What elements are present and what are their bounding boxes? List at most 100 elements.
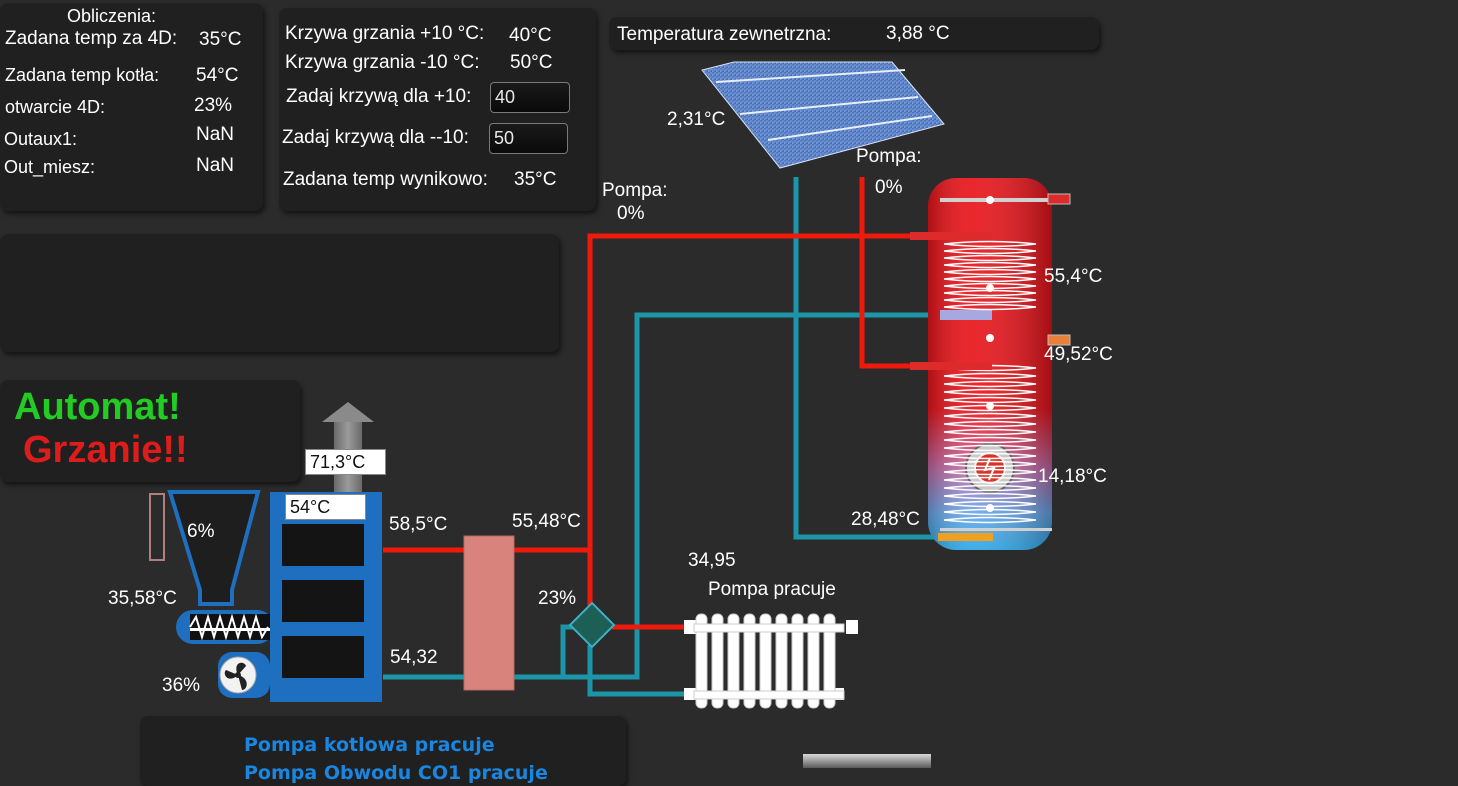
coil-turn [943, 261, 1037, 269]
hopper-level: 6% [187, 521, 215, 542]
fan-level: 36% [162, 675, 201, 696]
calc-title: Obliczenia: [67, 6, 157, 26]
calc-label-out-miesz: Out_miesz: [4, 157, 96, 177]
curve-minus10-label: Krzywa grzania -10 °C: [285, 52, 480, 73]
solar-temp: 2,31°C [667, 109, 726, 130]
pellet-hopper [149, 490, 261, 606]
tank-connectors [910, 232, 992, 370]
calc-value-target-4d: 35°C [199, 29, 242, 50]
coil-turn [943, 484, 1037, 492]
coil-turn [943, 275, 1037, 283]
coil-turn [943, 460, 1037, 468]
radiator-fin [711, 613, 724, 709]
radiator-fin [727, 613, 740, 709]
set-minus10-label: Zadaj krzywą dla --10: [282, 127, 469, 148]
result-label: Zadana temp wynikowo: [283, 169, 488, 190]
valve-opening: 23% [538, 588, 577, 609]
coil-turn [943, 452, 1037, 460]
calc-value-target-boiler: 54°C [196, 65, 239, 86]
set-plus10-input[interactable] [490, 82, 570, 113]
calc-value-opening-4d: 23% [194, 95, 233, 116]
calc-value-outaux1: NaN [196, 124, 235, 145]
coil-turn [943, 303, 1037, 311]
coil-turn [943, 516, 1037, 524]
radiator-fin [791, 613, 804, 709]
buffer [463, 535, 515, 691]
coil-turn [943, 404, 1037, 412]
status-panel: Automat! Grzanie!! [0, 380, 300, 482]
return-temp: 54,32 [390, 647, 438, 668]
radiator-pump-status: Pompa pracuje [708, 579, 836, 600]
solar-pump-label: Pompa: [602, 180, 668, 201]
coil-turn [943, 380, 1037, 388]
calc-label-target-4d: Zadana temp za 4D: [5, 28, 178, 49]
coil-turn [943, 412, 1037, 420]
tank-mid-temp: 49,52°C [1044, 344, 1113, 365]
calc-panel: Obliczenia: Zadana temp za 4D: 35°C Zada… [0, 3, 263, 211]
radiator-fin [743, 613, 756, 709]
tank-coil-top [943, 240, 1037, 311]
chimney-temp: 71,3°C [305, 449, 386, 475]
coil-turn [943, 268, 1037, 276]
coil-turn [943, 282, 1037, 290]
feeder-temp: 35,58°C [108, 588, 177, 609]
coil-turn [943, 468, 1037, 476]
curve-plus10-label: Krzywa grzania +10 °C: [285, 23, 485, 44]
tank-coil-bottom [943, 364, 1037, 524]
coil-turn [943, 254, 1037, 262]
coil-turn [943, 420, 1037, 428]
radiator-fin [823, 613, 836, 709]
radiator-bar [693, 623, 845, 633]
outdoor-label: Temperatura zewnetrzna: [617, 24, 832, 45]
radiator-temp: 34,95 [688, 550, 736, 571]
coil-turn [943, 289, 1037, 297]
radiator-fin [807, 613, 820, 709]
message-boiler-pump: Pompa kotlowa pracuje [244, 734, 495, 756]
radiator-bar [693, 690, 845, 700]
feeder [176, 610, 274, 644]
set-plus10-label: Zadaj krzywą dla +10: [286, 86, 472, 107]
calc-label-target-boiler: Zadana temp kotła: [5, 65, 160, 85]
tank-pump-value: 0% [875, 177, 903, 198]
solar-pump-value: 0% [617, 203, 645, 224]
coil-turn [943, 247, 1037, 255]
tank-low-temp: 14,18°C [1038, 466, 1107, 487]
radiator-fin [695, 613, 708, 709]
coil-turn [943, 428, 1037, 436]
tank-return-temp: 28,48°C [851, 509, 920, 530]
curve-panel: Krzywa grzania +10 °C: 40°C Krzywa grzan… [279, 8, 596, 211]
solar-collector [701, 61, 945, 169]
tank-top-temp: 55,4°C [1044, 266, 1103, 287]
calc-label-opening-4d: otwarcie 4D: [5, 97, 106, 117]
radiator [684, 613, 858, 709]
boiler [270, 492, 382, 702]
calc-label-outaux1: Outaux1: [4, 129, 78, 149]
calc-value-out-miesz: NaN [196, 155, 235, 176]
result-value: 35°C [514, 169, 557, 190]
empty-panel [0, 234, 559, 352]
bottom-bar [803, 754, 931, 768]
coil-turn [943, 388, 1037, 396]
set-minus10-input[interactable] [489, 123, 568, 154]
mixing-valve-icon [568, 601, 616, 649]
curve-minus10-value: 50°C [510, 52, 553, 73]
supply-temp: 58,5°C [389, 514, 448, 535]
curve-plus10-value: 40°C [509, 25, 552, 46]
status-mode: Automat! [14, 386, 181, 428]
coil-turn [943, 444, 1037, 452]
boiler-temp: 54°C [285, 494, 366, 520]
chimney [322, 402, 374, 492]
coil-turn [943, 492, 1037, 500]
coil-turn [943, 296, 1037, 304]
coil-turn [943, 508, 1037, 516]
status-state: Grzanie!! [23, 429, 188, 471]
radiator-fin [775, 613, 788, 709]
coil-turn [943, 500, 1037, 508]
outdoor-panel: Temperatura zewnetrzna: 3,88 °C [609, 17, 1099, 50]
coil-turn [943, 436, 1037, 444]
radiator-fin [759, 613, 772, 709]
tank-pump-label: Pompa: [856, 146, 922, 167]
coil-turn [943, 240, 1037, 248]
coil-turn [943, 396, 1037, 404]
